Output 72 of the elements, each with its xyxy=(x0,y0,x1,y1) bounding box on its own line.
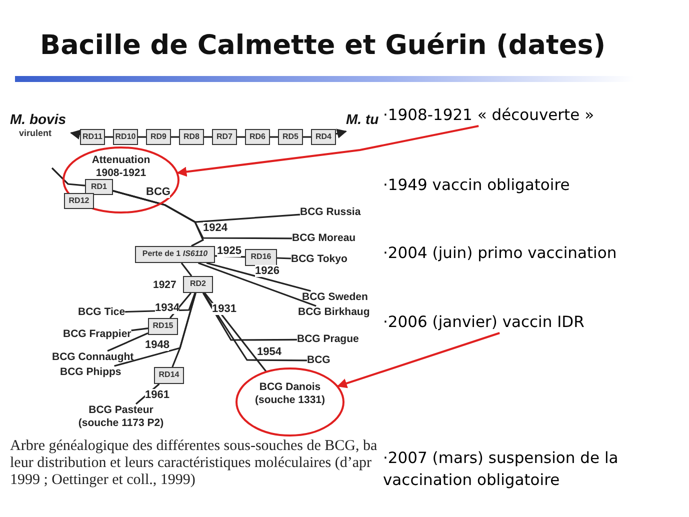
strain-note: virulent xyxy=(18,128,53,139)
deletion-box: RD6 xyxy=(245,129,270,145)
deletion-box: Perte de 1 IS6110 xyxy=(135,246,215,263)
branch-line xyxy=(138,136,146,138)
species-label: M. tu xyxy=(346,110,380,128)
branch-line xyxy=(112,190,292,240)
branch-line xyxy=(171,136,179,138)
edge-label: 1924 xyxy=(203,222,228,234)
branch-line xyxy=(105,136,113,138)
deletion-box: RD5 xyxy=(278,129,303,145)
branch-line xyxy=(198,262,316,307)
branch-line xyxy=(204,136,212,138)
deletion-box: RD15 xyxy=(148,318,178,335)
arrow xyxy=(176,125,479,177)
branch-line xyxy=(303,136,311,138)
strain-label: BCG Frappier xyxy=(63,328,132,341)
bullet-text: ·1908-1921 « découverte » xyxy=(383,104,683,126)
deletion-box: RD4 xyxy=(311,129,336,145)
edge-label: 1931 xyxy=(212,303,236,315)
deletion-box: RD9 xyxy=(146,129,171,145)
branch-line xyxy=(180,262,192,276)
strain-label: BCG Prague xyxy=(297,333,359,346)
edge-label: 1954 xyxy=(257,346,282,358)
arrow xyxy=(336,332,500,388)
edge-label: 1925 xyxy=(217,245,242,257)
deletion-box: RD8 xyxy=(179,129,204,145)
ellipse-text: BCG Danois (souche 1331) xyxy=(254,381,326,407)
strain-label: BCG Connaught xyxy=(52,351,134,364)
strain-label: BCG Pasteur (souche 1173 P2) xyxy=(73,404,169,430)
branch-line xyxy=(172,292,196,368)
branch-line xyxy=(51,167,86,186)
bullet-text: ·1949 vaccin obligatoire xyxy=(383,174,683,196)
branch-line xyxy=(202,292,297,341)
branch-line xyxy=(131,328,148,332)
edge-label: 1934 xyxy=(155,302,180,314)
deletion-box: RD16 xyxy=(245,249,277,266)
branch-line xyxy=(206,262,311,292)
edge-label: 1948 xyxy=(145,339,170,351)
slide-title: Bacille de Calmette et Guérin (dates) xyxy=(40,30,606,61)
branch-line xyxy=(107,332,148,352)
deletion-box: RD12 xyxy=(64,193,94,209)
species-label: M. bovis xyxy=(10,110,68,128)
bullet-text: ·2004 (juin) primo vaccination xyxy=(383,242,683,264)
deletion-box: RD11 xyxy=(80,129,105,145)
branch-line xyxy=(270,136,278,138)
edge-label: BCG xyxy=(146,186,170,198)
branch-line xyxy=(276,257,292,260)
branch-line xyxy=(237,136,245,138)
highlight-ellipse xyxy=(235,367,345,437)
strain-label: BCG xyxy=(307,354,330,367)
deletion-box: RD14 xyxy=(154,367,184,384)
deletion-box: RD1 xyxy=(85,179,113,195)
strain-label: BCG Moreau xyxy=(292,232,356,245)
arrow xyxy=(70,130,81,140)
bullet-text: ·2007 (mars) suspension de la vaccination obligatoire xyxy=(383,447,683,491)
edge-label: 1926 xyxy=(255,265,280,277)
strain-label: BCG Phipps xyxy=(60,366,122,379)
edge-label: 1961 xyxy=(145,389,170,401)
arrow xyxy=(336,128,347,138)
deletion-box: RD7 xyxy=(212,129,237,145)
ellipse-text: Attenuation 1908-1921 xyxy=(90,154,152,180)
deletion-box: RD10 xyxy=(113,129,138,145)
strain-label: BCG Sweden xyxy=(302,291,368,304)
year-label: 1927 xyxy=(153,279,176,292)
deletion-box: RD2 xyxy=(183,276,213,293)
strain-label: BCG Tice xyxy=(78,306,126,319)
bullet-text: ·2006 (janvier) vaccin IDR xyxy=(383,311,683,333)
strain-label: BCG Birkhaug xyxy=(298,306,370,319)
figure-caption: Arbre généalogique des différentes sous-souches de BCG, ba leur distribution et leurs caractéristiques moléculaires (d’apr 1999 ; Oettinger et coll., 1999) xyxy=(10,438,378,489)
branch-line xyxy=(202,292,307,362)
strain-label: BCG Tokyo xyxy=(291,253,348,266)
strain-label: BCG Russia xyxy=(300,206,361,219)
